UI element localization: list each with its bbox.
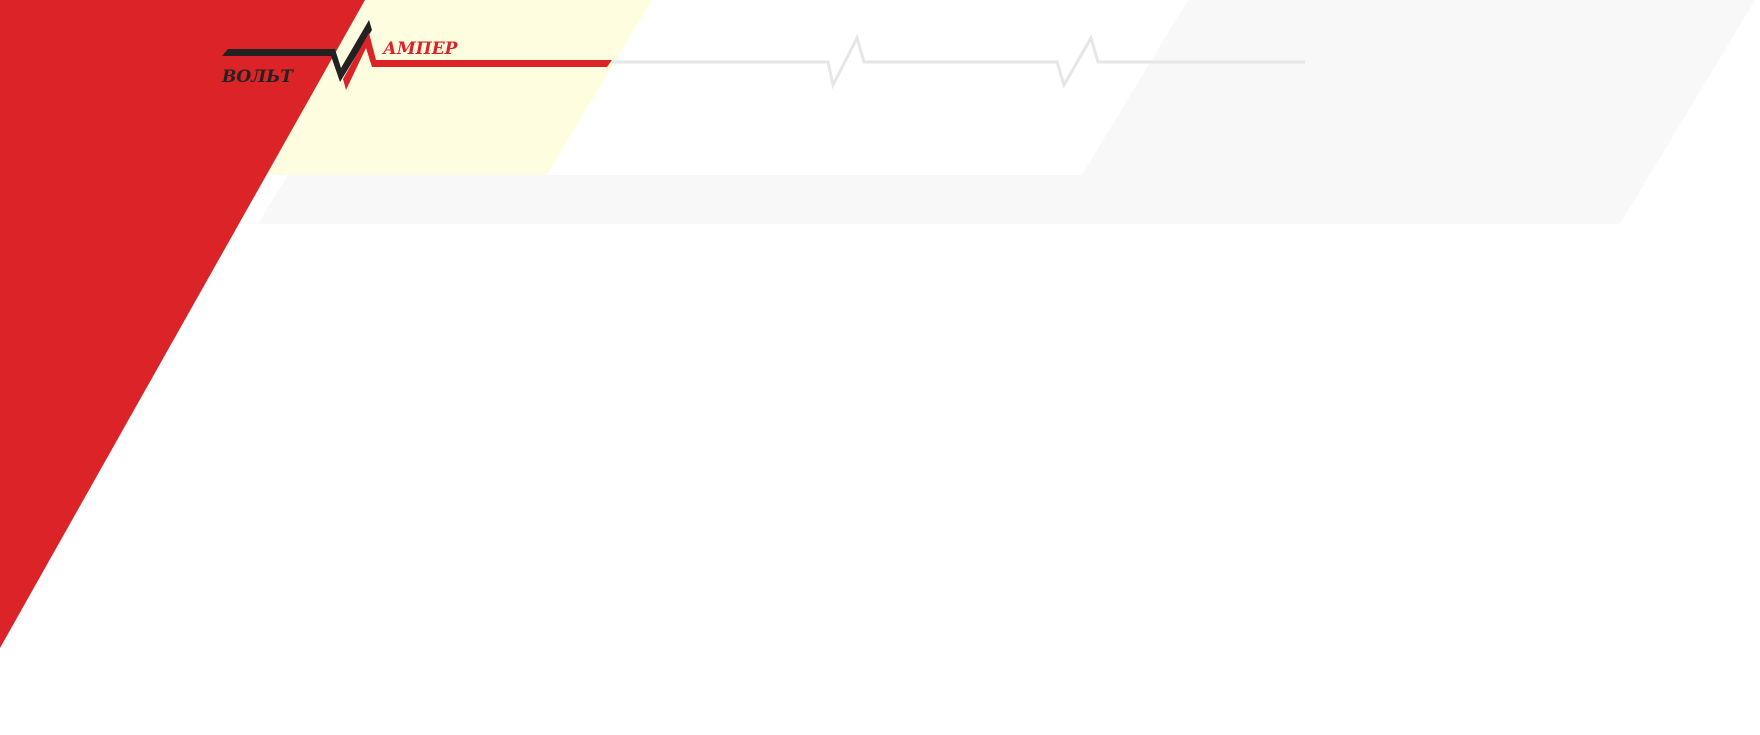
red-band [0,0,365,648]
logo-red-bar [343,33,612,90]
pulse-line [612,33,1305,90]
logo-word-amper: АМПЕР [381,39,459,59]
logo-word-volt: ВОЛЬТ [221,67,294,87]
logo-black-bar [222,20,372,82]
logo: ВОЛЬТ АМПЕР [221,20,612,90]
gray-band [258,0,1755,224]
